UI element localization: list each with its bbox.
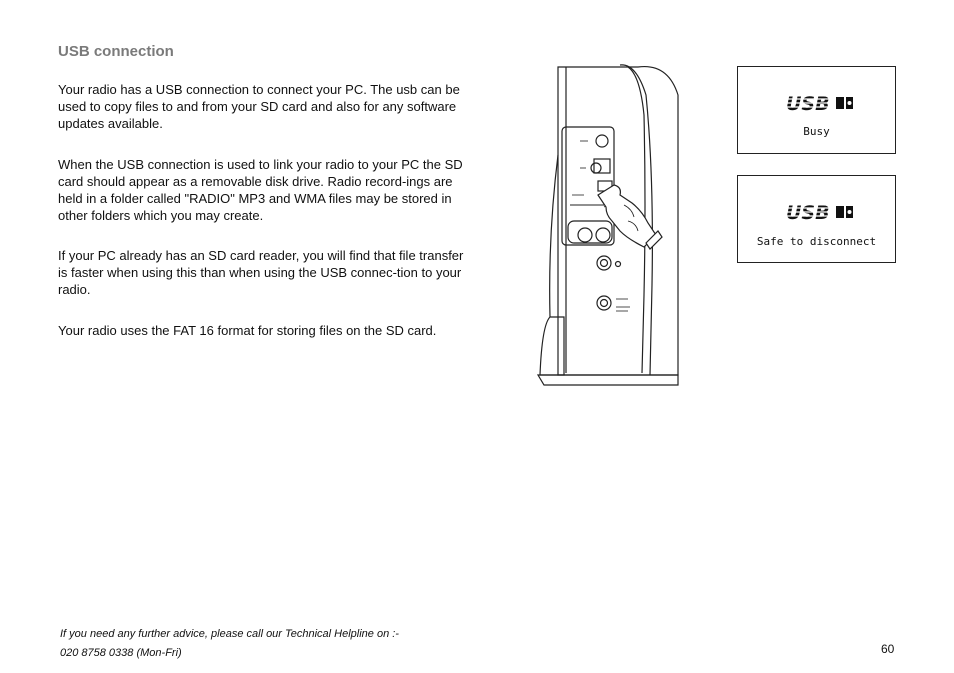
page-number: 60 <box>881 642 895 656</box>
usb-logo-icon: USB <box>786 93 854 120</box>
radio-side-panel-illustration <box>528 55 688 390</box>
lcd-status-text: Busy <box>803 125 830 138</box>
usb-logo-text: USB <box>786 93 830 115</box>
section-title: USB connection <box>58 43 174 60</box>
usb-logo-icon: USB <box>786 202 854 229</box>
paragraph-sd-reader: If your PC already has an SD card reader… <box>58 248 464 297</box>
usb-logo-text: USB <box>786 202 830 224</box>
lcd-status-text: Safe to disconnect <box>756 235 877 248</box>
footer-help-text: If you need any further advice, please c… <box>60 628 399 640</box>
lcd-display-busy: USB Busy <box>737 66 896 154</box>
lcd-display-safe: USB Safe to disconnect <box>737 175 896 263</box>
paragraph-removable-disk: When the USB connection is used to link … <box>58 157 463 223</box>
footer-phone: 020 8758 0338 (Mon-Fri) <box>60 647 182 659</box>
paragraph-usb-intro: Your radio has a USB connection to conne… <box>58 82 460 131</box>
paragraph-fat16: Your radio uses the FAT 16 format for st… <box>58 323 437 338</box>
